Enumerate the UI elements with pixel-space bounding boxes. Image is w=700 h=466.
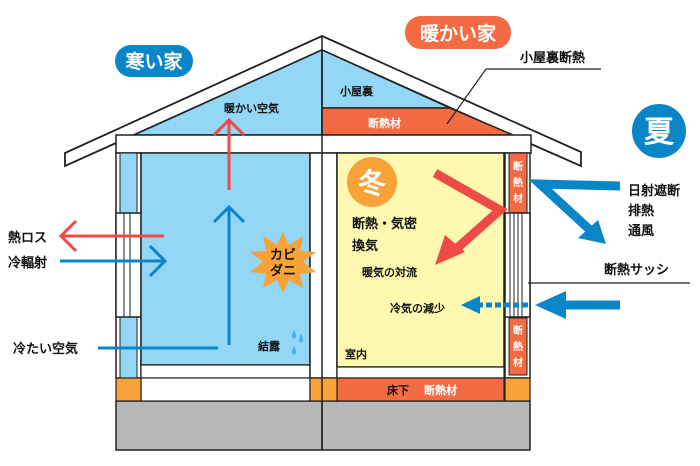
- warm-convection-label: 暖気の対流: [362, 265, 417, 279]
- airflow-label: 通風: [628, 223, 654, 239]
- foundation: [115, 400, 531, 451]
- sun-block-label: 日射遮断: [628, 183, 680, 199]
- water-drops-icon: [292, 330, 303, 355]
- svg-text:暖かい家: 暖かい家: [420, 22, 497, 45]
- ventilation-label: 換気: [352, 238, 378, 254]
- cold-radiation-arrow: [60, 244, 168, 278]
- sill: [309, 377, 338, 402]
- heat-exhaust-label: 排熱: [628, 203, 654, 219]
- svg-text:材: 材: [513, 192, 523, 205]
- attic-warm: [321, 48, 451, 109]
- floor-insulation-label: 断熱材: [424, 383, 457, 397]
- svg-text:熱: 熱: [513, 340, 523, 353]
- left-window: [115, 212, 142, 318]
- winter-badge: 冬: [347, 157, 397, 207]
- svg-text:材: 材: [513, 356, 523, 369]
- attic-insulation-label: 小屋裏断熱: [520, 50, 585, 66]
- svg-text:冬: 冬: [358, 167, 386, 200]
- ceiling: [115, 134, 532, 154]
- insulation-airtight-label: 断熱・気密: [352, 216, 417, 232]
- insulated-sash-label: 断熱サッシ: [604, 262, 669, 278]
- cold-air-label: 冷たい空気: [13, 341, 78, 357]
- condensation-label: 結露: [258, 339, 281, 353]
- sill: [115, 377, 142, 402]
- underfloor-label: 床下: [387, 383, 409, 397]
- heat-loss-arrow: [58, 219, 164, 253]
- sill: [504, 377, 531, 402]
- wall-insulation-bottom: [508, 317, 528, 376]
- indoor-label: 室内: [345, 347, 367, 361]
- mold-mite-starburst: カビ ダニ: [250, 232, 316, 293]
- svg-text:寒い家: 寒い家: [125, 50, 183, 73]
- summer-badge: 夏: [632, 104, 686, 158]
- svg-text:カビ: カビ: [270, 247, 296, 263]
- wall-insulation-top-label: 断 熱 材: [513, 160, 523, 205]
- cold-house-badge: 寒い家: [115, 45, 193, 77]
- heat-loss-label: 熱ロス: [8, 230, 47, 246]
- warm-convection-arrow: [432, 169, 508, 254]
- insulated-sash-window: [504, 212, 531, 318]
- warm-air-up-arrow: [212, 117, 246, 190]
- attic-insulation-leader: [446, 68, 601, 125]
- cold-radiation-label: 冷輻射: [8, 255, 47, 271]
- svg-text:熱: 熱: [513, 176, 523, 189]
- wall-insulation-bottom-label: 断 熱 材: [513, 324, 523, 369]
- cold-air-up-arrow: [212, 204, 246, 345]
- attic-label: 小屋裏: [339, 84, 374, 98]
- sun-block-arrow: [528, 179, 621, 234]
- attic-insulation-material-label: 断熱材: [368, 116, 401, 130]
- svg-text:断: 断: [513, 160, 523, 173]
- floor-insulation: [336, 377, 505, 402]
- svg-text:ダニ: ダニ: [270, 263, 296, 279]
- svg-text:断: 断: [513, 324, 523, 337]
- warm-air-label: 暖かい空気: [224, 101, 279, 115]
- svg-text:夏: 夏: [644, 115, 675, 150]
- less-cold-air-label: 冷気の減少: [390, 301, 445, 315]
- warm-house-badge: 暖かい家: [405, 16, 511, 49]
